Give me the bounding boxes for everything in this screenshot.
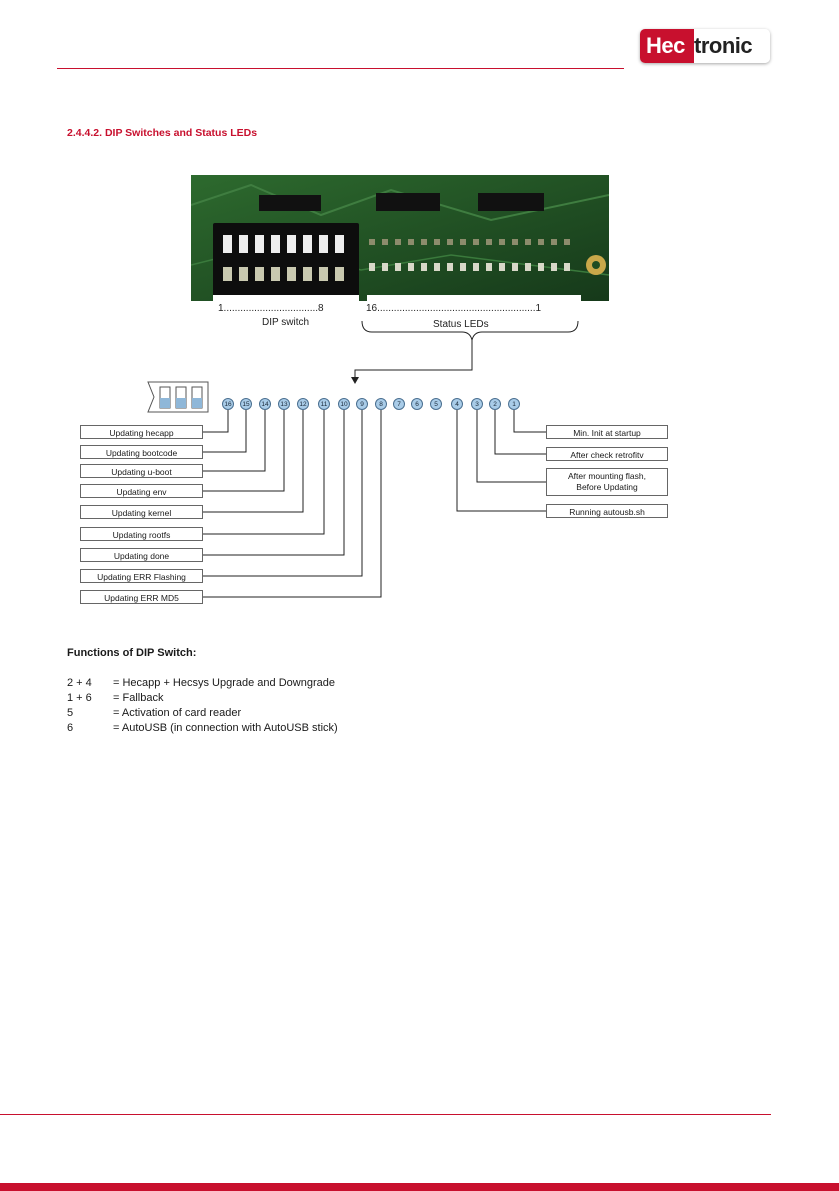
led-range-label: 16......................................… bbox=[366, 303, 542, 314]
led-9: 9 bbox=[356, 398, 368, 410]
function-key: 2 + 4 bbox=[67, 677, 92, 689]
board-photo-drawing bbox=[191, 175, 609, 301]
led-5: 5 bbox=[430, 398, 442, 410]
status-box-updating-err-md5: Updating ERR MD5 bbox=[80, 590, 203, 604]
function-value: = Activation of card reader bbox=[113, 707, 242, 719]
led-2: 2 bbox=[489, 398, 501, 410]
function-value: = Fallback bbox=[113, 692, 164, 704]
status-box-after-mounting-flash: After mounting flash, Before Updating bbox=[546, 468, 668, 496]
status-box-updating-rootfs: Updating rootfs bbox=[80, 527, 203, 541]
status-box-min-init: Min. Init at startup bbox=[546, 425, 668, 439]
led-15: 15 bbox=[240, 398, 252, 410]
logo-part2: tronic bbox=[694, 29, 770, 63]
dip-schematic-icon bbox=[147, 381, 209, 413]
led-6: 6 bbox=[411, 398, 423, 410]
led-1: 1 bbox=[508, 398, 520, 410]
header-rule bbox=[57, 68, 624, 69]
diagram-lines bbox=[147, 320, 579, 598]
function-key: 1 + 6 bbox=[67, 692, 92, 704]
status-box-updating-done: Updating done bbox=[80, 548, 203, 562]
led-10: 10 bbox=[338, 398, 350, 410]
footer-bar bbox=[0, 1183, 839, 1191]
board-photo bbox=[191, 175, 609, 301]
status-box-updating-hecapp: Updating hecapp bbox=[80, 425, 203, 439]
function-key: 6 bbox=[67, 722, 74, 734]
status-box-updating-env: Updating env bbox=[80, 484, 203, 498]
function-row: 5 = Activation of card reader bbox=[67, 707, 241, 719]
led-3: 3 bbox=[471, 398, 483, 410]
footer-rule bbox=[0, 1114, 771, 1115]
led-13: 13 bbox=[278, 398, 290, 410]
logo-part1: Hec bbox=[640, 29, 694, 63]
function-value: = Hecapp + Hecsys Upgrade and Downgrade bbox=[113, 677, 335, 689]
function-row: 6 = AutoUSB (in connection with AutoUSB s… bbox=[67, 722, 338, 734]
dip-switch-label: DIP switch bbox=[262, 317, 310, 328]
led-14: 14 bbox=[259, 398, 271, 410]
function-key: 5 bbox=[67, 707, 74, 719]
led-11: 11 bbox=[318, 398, 330, 410]
led-7: 7 bbox=[393, 398, 405, 410]
status-box-updating-bootcode: Updating bootcode bbox=[80, 445, 203, 459]
status-box-running-autousb: Running autousb.sh bbox=[546, 504, 668, 518]
function-row: 1 + 6 = Fallback bbox=[67, 692, 163, 704]
status-box-updating-kernel: Updating kernel bbox=[80, 505, 203, 519]
status-leds-label: Status LEDs bbox=[433, 319, 489, 330]
status-box-updating-err-flashing: Updating ERR Flashing bbox=[80, 569, 203, 583]
led-12: 12 bbox=[297, 398, 309, 410]
function-row: 2 + 4 = Hecapp + Hecsys Upgrade and Downg… bbox=[67, 677, 335, 689]
status-box-after-check-retrofitv: After check retrofitv bbox=[546, 447, 668, 461]
section-title: 2.4.4.2. DIP Switches and Status LEDs bbox=[67, 127, 258, 139]
functions-title: Functions of DIP Switch: bbox=[67, 647, 197, 659]
status-box-updating-uboot: Updating u-boot bbox=[80, 464, 203, 478]
led-8: 8 bbox=[375, 398, 387, 410]
dip-range-label: 1..................................8 bbox=[218, 303, 324, 314]
hectronic-logo: Hec tronic bbox=[640, 29, 770, 63]
function-value: = AutoUSB (in connection with AutoUSB st… bbox=[113, 722, 338, 734]
led-4: 4 bbox=[451, 398, 463, 410]
led-16: 16 bbox=[222, 398, 234, 410]
